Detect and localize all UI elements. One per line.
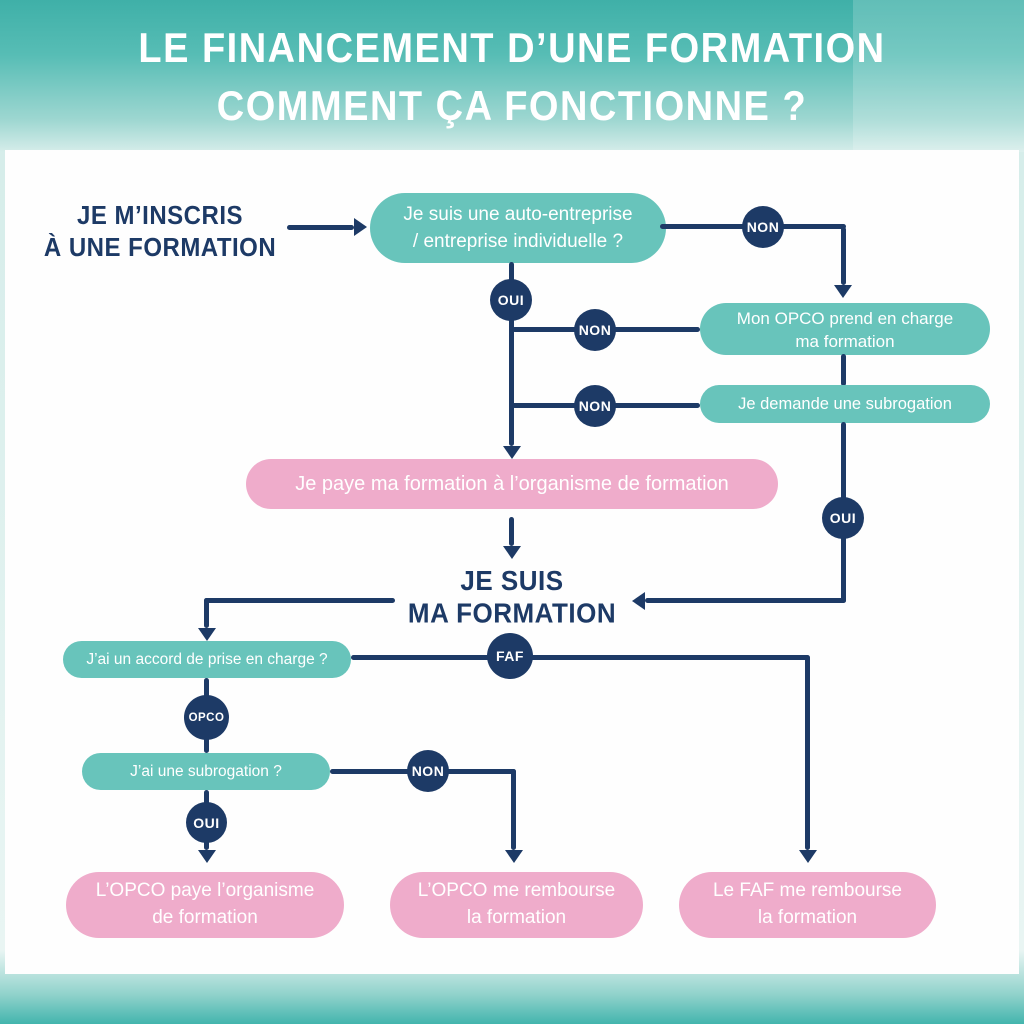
badge-oui-right: OUI (822, 497, 864, 539)
connector-faf-horizontal (351, 655, 810, 660)
node-opco-paye-line1: L’OPCO paye l’organisme (95, 880, 315, 901)
node-faf-rembourse-line1: Le FAF me rembourse (712, 880, 903, 901)
node-opco-rembourse-line1: L’OPCO me rembourse (417, 880, 616, 901)
node-paye-formation: Je paye ma formation à l’organisme de fo… (246, 459, 778, 509)
badge-faf: FAF (487, 633, 533, 679)
jesuis-label: JE SUIS MA FORMATION (362, 564, 662, 629)
badge-oui-top: OUI (490, 279, 532, 321)
node-accord-label: J’ai un accord de prise en charge ? (86, 651, 328, 668)
arrowhead-down-opco-rembourse (505, 850, 523, 863)
arrowhead-down-jesuis (503, 546, 521, 559)
arrowhead-left-jesuis (632, 592, 645, 610)
connector-paye-to-jesuis (509, 517, 514, 546)
badge-non-subrogation: NON (407, 750, 449, 792)
badge-opco: OPCO (184, 695, 229, 740)
badge-non-branch1: NON (574, 309, 616, 351)
node-opco-charge-line1: Mon OPCO prend en charge (736, 309, 954, 328)
connector-jesuis-to-left (204, 598, 395, 603)
arrowhead-down-paye (503, 446, 521, 459)
node-opco-charge-line2: ma formation (795, 332, 895, 351)
arrowhead-down-accord (198, 628, 216, 641)
background-tint-strip (853, 0, 1024, 152)
connector-right-to-jesuis (645, 598, 846, 603)
node-accord-prise-en-charge: J’ai un accord de prise en charge ? (63, 641, 351, 678)
start-label-line2: À UNE FORMATION (43, 233, 277, 263)
jesuis-label-line2: MA FORMATION (407, 596, 617, 629)
arrowhead-down-opco-charge (834, 285, 852, 298)
node-question-line1: Je suis une auto-entreprise (403, 204, 633, 225)
connector-oui-main-vertical (509, 262, 514, 446)
node-question-line2: / entreprise individuelle ? (412, 231, 624, 252)
node-opco-paye-line2: de formation (152, 907, 258, 928)
connector-left-vertical (204, 598, 209, 628)
start-label: JE M’INSCRIS À UNE FORMATION (20, 200, 300, 265)
page-title-line1: LE FINANCEMENT D’UNE FORMATION (138, 25, 886, 72)
page-title: LE FINANCEMENT D’UNE FORMATION COMMENT Ç… (0, 20, 1024, 137)
node-opco-prend-en-charge: Mon OPCO prend en charge ma formation (700, 303, 990, 355)
connector-start-to-question (287, 225, 354, 230)
start-label-line1: JE M’INSCRIS (76, 201, 244, 231)
node-paye-formation-label: Je paye ma formation à l’organisme de fo… (295, 473, 729, 495)
node-opco-rembourse-line2: la formation (466, 907, 567, 928)
node-question-auto-entreprise: Je suis une auto-entreprise / entreprise… (370, 193, 666, 263)
arrowhead-right-start (354, 218, 367, 236)
arrowhead-down-opco-paye (198, 850, 216, 863)
node-demande-subrogation: Je demande une subrogation (700, 385, 990, 423)
badge-non-top: NON (742, 206, 784, 248)
node-faf-rembourse-line2: la formation (757, 907, 858, 928)
arrowhead-down-faf (799, 850, 817, 863)
node-faf-rembourse: Le FAF me rembourse la formation (679, 872, 936, 938)
node-opco-rembourse: L’OPCO me rembourse la formation (390, 872, 643, 938)
node-opco-paye-organisme: L’OPCO paye l’organisme de formation (66, 872, 344, 938)
connector-opco-to-subrogation (841, 354, 846, 386)
badge-oui-subrogation: OUI (186, 802, 227, 843)
node-subrogation-label: J’ai une subrogation ? (130, 763, 282, 780)
connector-non-sub-vertical (511, 769, 516, 850)
connector-faf-vertical (805, 656, 810, 850)
page-title-line2: COMMENT ÇA FONCTIONNE ? (216, 83, 808, 130)
badge-non-branch2: NON (574, 385, 616, 427)
node-subrogation-question: J’ai une subrogation ? (82, 753, 330, 790)
node-demande-subrogation-label: Je demande une subrogation (738, 395, 952, 413)
jesuis-label-line1: JE SUIS (460, 564, 564, 597)
connector-non-top-vertical (841, 227, 846, 285)
